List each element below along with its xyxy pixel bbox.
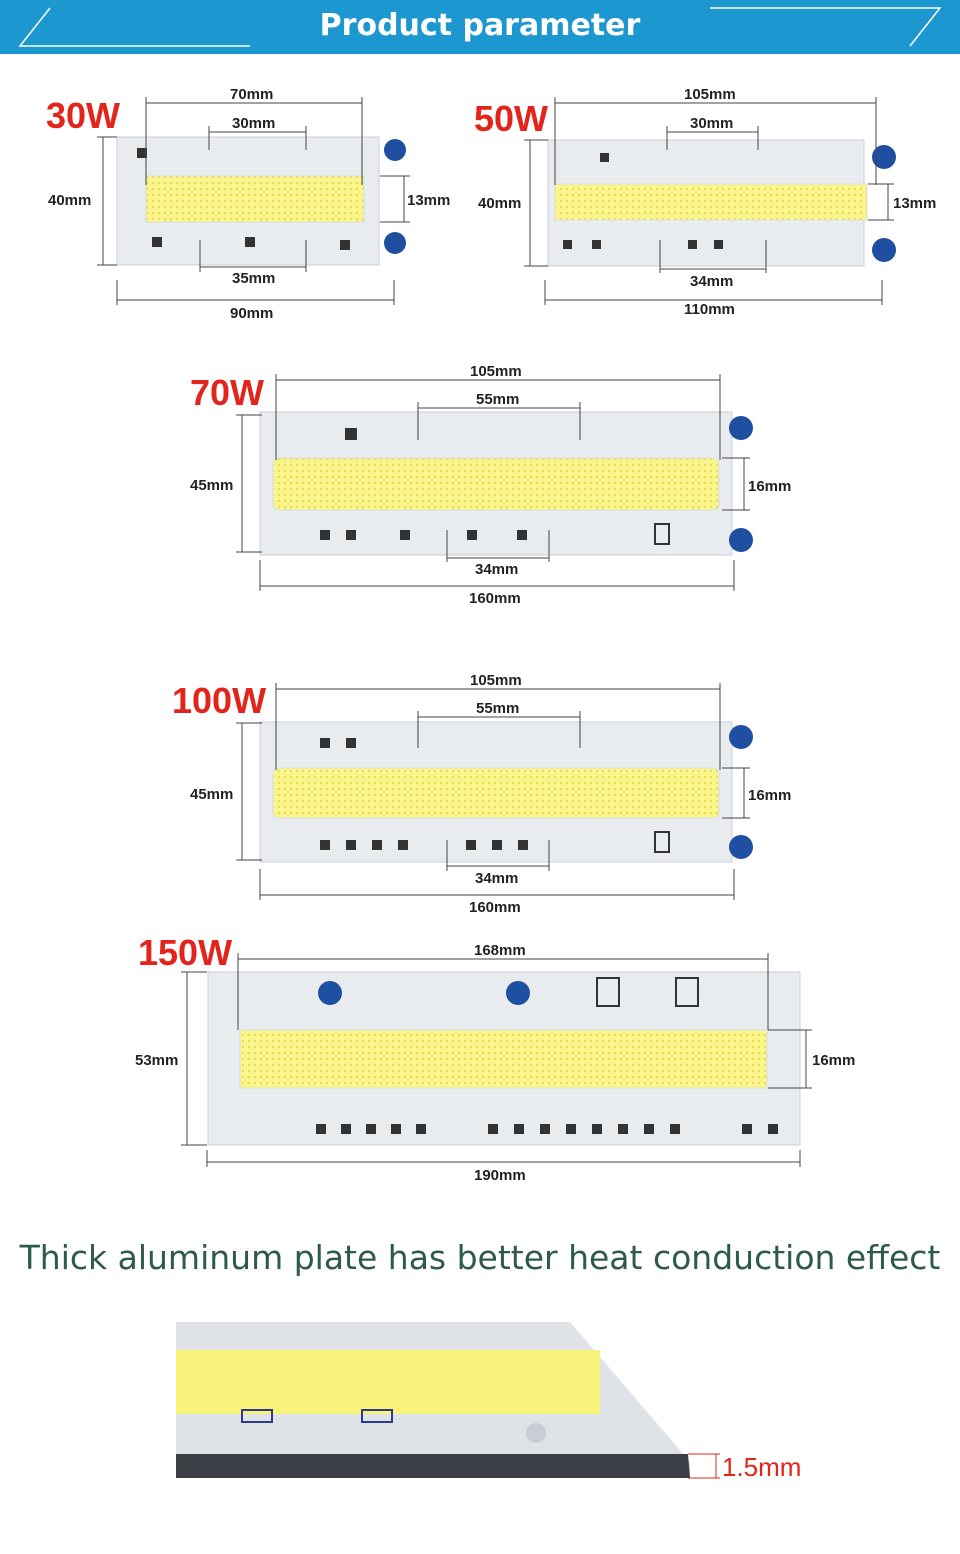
- watt-label-50w: 50W: [474, 98, 549, 139]
- dim-70w-strip: 16mm: [748, 478, 792, 495]
- dim-50w-height: 40mm: [478, 195, 522, 212]
- banner-decor: [18, 7, 942, 47]
- dim-100w-height: 45mm: [190, 786, 234, 803]
- dim-100w-bottom: 160mm: [469, 899, 521, 916]
- dim-150w-bottom: 190mm: [474, 1167, 526, 1184]
- dim-30w-inner-bottom: 35mm: [232, 270, 276, 287]
- dim-150w-top: 168mm: [474, 942, 526, 959]
- dim-50w-strip: 13mm: [893, 195, 937, 212]
- dim-50w-top: 105mm: [684, 86, 736, 103]
- heat-conduction-slogan: Thick aluminum plate has better heat con…: [19, 1238, 941, 1277]
- dim-100w-top: 105mm: [470, 672, 522, 689]
- dim-70w-bottom: 160mm: [469, 590, 521, 607]
- dim-70w-inner-top: 55mm: [476, 391, 520, 408]
- dim-100w-strip: 16mm: [748, 787, 792, 804]
- dim-100w-inner-bottom: 34mm: [475, 870, 519, 887]
- dim-30w-bottom: 90mm: [230, 305, 274, 322]
- plate-thickness-label: 1.5mm: [722, 1452, 802, 1482]
- dim-30w-height: 40mm: [48, 192, 92, 209]
- board-70w: [259, 411, 753, 556]
- dim-50w-inner-bottom: 34mm: [690, 273, 734, 290]
- watt-label-150w: 150W: [138, 932, 233, 973]
- board-150w: [207, 971, 801, 1146]
- header-banner: Product parameter: [0, 0, 960, 54]
- watt-label-30w: 30W: [46, 95, 121, 136]
- board-50w: [547, 139, 896, 267]
- dim-70w-top: 105mm: [470, 363, 522, 380]
- dim-30w-top: 70mm: [230, 86, 274, 103]
- watt-label-70w: 70W: [190, 372, 265, 413]
- dim-70w-inner-bottom: 34mm: [475, 561, 519, 578]
- dim-100w-inner-top: 55mm: [476, 700, 520, 717]
- page-title: Product parameter: [319, 8, 641, 43]
- dim-70w-height: 45mm: [190, 477, 234, 494]
- dim-150w-height: 53mm: [135, 1052, 179, 1069]
- dim-30w-inner-top: 30mm: [232, 115, 276, 132]
- thick-plate-photo: [176, 1322, 690, 1478]
- dim-50w-inner-top: 30mm: [690, 115, 734, 132]
- dim-30w-strip: 13mm: [407, 192, 451, 209]
- dim-150w-strip: 16mm: [812, 1052, 856, 1069]
- board-30w: [116, 136, 406, 266]
- watt-label-100w: 100W: [172, 680, 267, 721]
- dim-50w-bottom: 110mm: [684, 301, 735, 318]
- board-100w: [259, 721, 753, 863]
